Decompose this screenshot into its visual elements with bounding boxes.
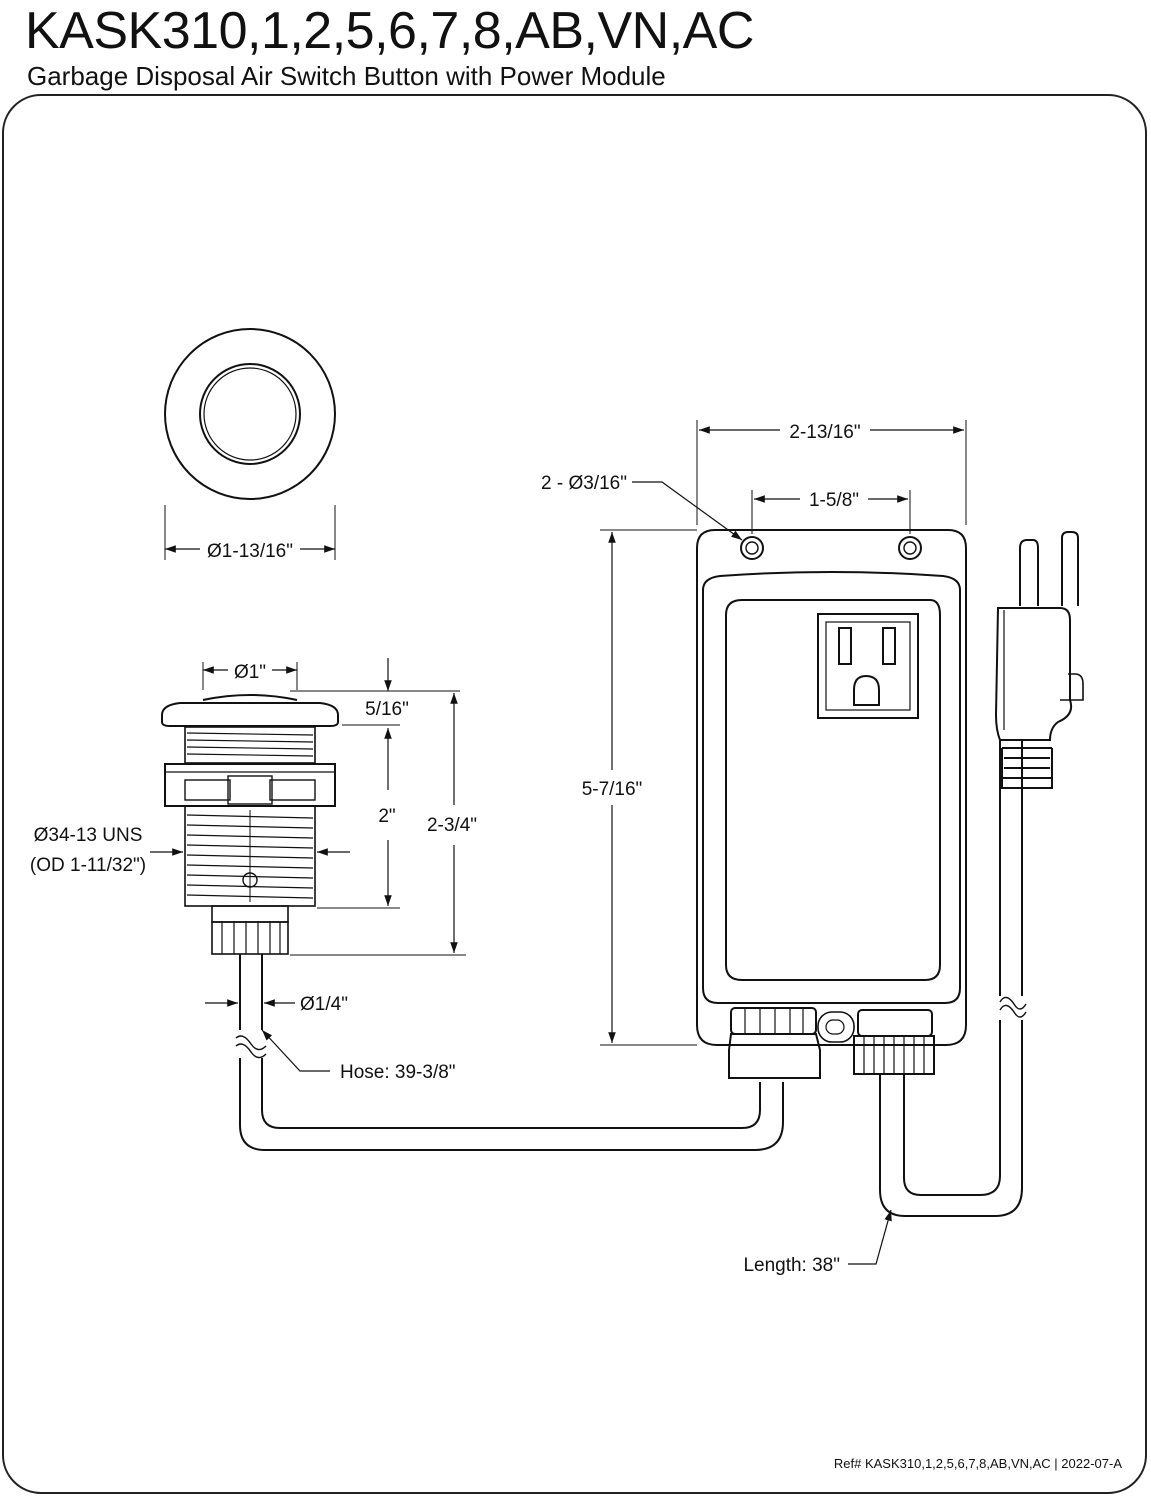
label-thread-length: 2" [378,806,395,827]
label-thread-od: (OD 1-11/32") [30,855,146,876]
page-subtitle: Garbage Disposal Air Switch Button with … [27,61,666,91]
label-hole-spacing: 1-5/8" [809,490,859,511]
label-module-height: 5-7/16" [582,779,643,800]
label-button-top-diameter: Ø1" [234,662,266,683]
label-hose-diameter: Ø1/4" [300,994,348,1015]
label-total-height: 2-3/4" [427,815,477,836]
power-module [696,529,967,1079]
outlet [817,613,919,719]
air-hose [235,954,784,1151]
label-thread-spec: Ø34-13 UNS [34,825,143,846]
label-button-flange-diameter: Ø1-13/16" [207,541,293,562]
label-mounting-holes: 2 - Ø3/16" [541,473,627,494]
page-title: KASK310,1,2,5,6,7,8,AB,VN,AC [25,2,754,60]
label-hose-length: Hose: 39-3/8" [340,1062,456,1083]
button-top-view [164,328,336,560]
dimension-lines [150,420,967,1265]
button-side-view [161,694,339,955]
label-flange-height: 5/16" [365,699,409,720]
drawing-frame [2,94,1147,1494]
power-cord [879,531,1084,1217]
reference-note: Ref# KASK310,1,2,5,6,7,8,AB,VN,AC | 2022… [834,1456,1122,1471]
label-cord-length: Length: 38" [743,1255,840,1276]
label-module-width: 2-13/16" [789,422,860,443]
